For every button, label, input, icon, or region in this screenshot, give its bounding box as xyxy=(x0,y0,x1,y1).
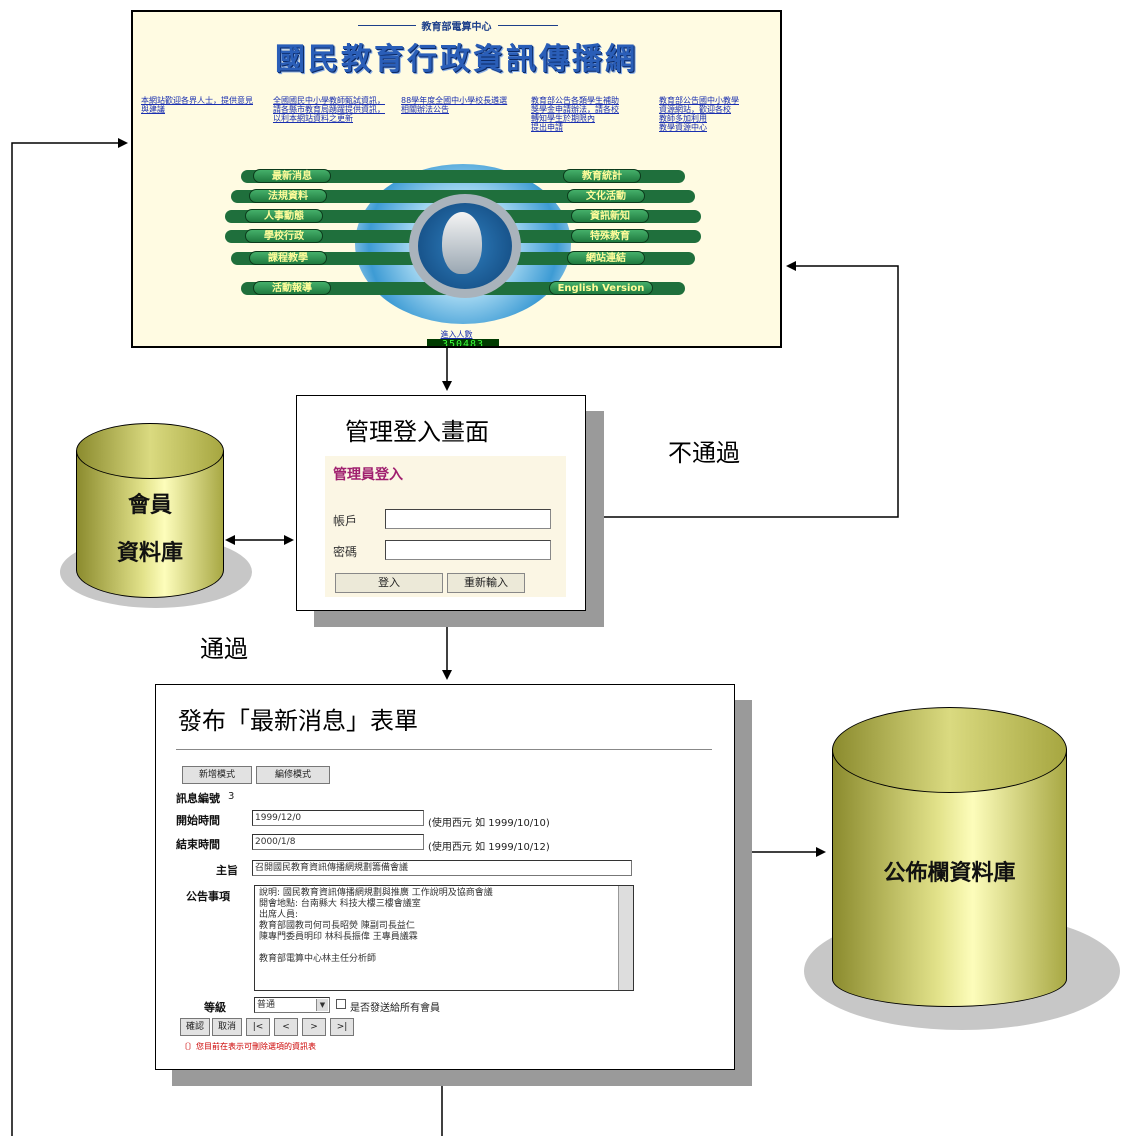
news-line: 轉知學生於期限內 xyxy=(531,114,595,123)
member-db-label-1: 會員 xyxy=(127,493,172,518)
board-db-label: 公佈欄資料庫 xyxy=(883,861,1016,886)
password-input[interactable] xyxy=(385,540,551,560)
visitor-counter: 350483 xyxy=(427,339,499,346)
news-link-2[interactable]: 全國國民中小學教師甄試資訊，請各縣市教育局踴躍提供資訊，以利本網站資料之更新 xyxy=(273,96,385,123)
login-form-screenshot: 管理員登入 帳戶 密碼 登入 重新輸入 xyxy=(325,456,566,597)
red-note: 〔〕您目前在表示可刪除選項的資訊表 xyxy=(180,1042,316,1051)
menu-btn-left-6[interactable]: 活動報導 xyxy=(253,281,331,295)
notice-scrollbar[interactable] xyxy=(618,886,633,990)
news-link-3[interactable]: 88學年度全國中小學校長遴選相關辦法公告 xyxy=(401,96,509,114)
arrow-fail-to-portal xyxy=(586,261,899,518)
end-time-label: 結束時間 xyxy=(176,838,220,851)
account-input[interactable] xyxy=(385,509,551,529)
menu-btn-right-4[interactable]: 特殊教育 xyxy=(571,229,649,243)
news-line: 全國國民中小學教師甄試資訊， xyxy=(273,96,385,105)
level-select-value: 普通 xyxy=(257,1000,276,1010)
portal-title: 國民教育行政資訊傳播網 xyxy=(275,42,638,77)
end-time-input[interactable]: 2000/1/8 xyxy=(252,834,424,850)
news-line: 請各縣市教育局踴躍提供資訊， xyxy=(273,105,385,114)
publish-news-form-box: 發布「最新消息」表單 新增模式 編修模式 訊息編號 3 開始時間 1999/12… xyxy=(155,684,735,1070)
menu-btn-right-2[interactable]: 文化活動 xyxy=(567,189,645,203)
news-line: 提出申請 xyxy=(531,123,563,132)
first-record-button[interactable]: |< xyxy=(246,1018,270,1036)
pass-label: 通過 xyxy=(200,635,248,663)
password-label: 密碼 xyxy=(333,545,358,559)
notice-line: 陳專門委員明印 林科長振偉 王專員議霖 xyxy=(259,932,418,942)
news-line: 教師多加利用 xyxy=(659,114,707,123)
notice-label: 公告事項 xyxy=(186,890,230,903)
news-line: 獎學金申請辦法，請各校 xyxy=(531,105,619,114)
menu-btn-right-1[interactable]: 教育統計 xyxy=(563,169,641,183)
news-line: 以利本網站資料之更新 xyxy=(273,114,353,123)
start-time-label: 開始時間 xyxy=(176,814,220,827)
news-line: 相關辦法公告 xyxy=(401,105,449,114)
menu-btn-right-3[interactable]: 資訊新知 xyxy=(571,209,649,223)
start-time-input[interactable]: 1999/12/0 xyxy=(252,810,424,826)
prev-record-button[interactable]: < xyxy=(274,1018,298,1036)
portal-subtitle-text: 教育部電算中心 xyxy=(415,22,498,33)
news-line: 教育部公告各類學生補助 xyxy=(531,96,619,105)
notice-textarea[interactable]: 說明: 國民教育資訊傳播網規劃與推廣 工作說明及協商會議 開會地點: 台南縣大 … xyxy=(254,885,634,991)
menu-btn-english[interactable]: English Version xyxy=(549,281,653,295)
notice-line: 出席人員: xyxy=(259,910,299,920)
member-db-top xyxy=(76,423,224,479)
menu-btn-left-1[interactable]: 最新消息 xyxy=(253,169,331,183)
next-record-button[interactable]: > xyxy=(302,1018,326,1036)
cancel-button[interactable]: 取消 xyxy=(212,1018,242,1036)
member-db-label-2: 資料庫 xyxy=(116,541,183,566)
news-line: 88學年度全國中小學校長遴選 xyxy=(401,96,508,105)
last-record-button[interactable]: >| xyxy=(330,1018,354,1036)
send-all-label: 是否發送給所有會員 xyxy=(350,1003,440,1014)
notice-line: 說明: 國民教育資訊傳播網規劃與推廣 工作說明及協商會議 xyxy=(259,888,493,898)
news-line: 資源網站，歡迎各校 xyxy=(659,105,731,114)
menu-btn-right-5[interactable]: 網站連結 xyxy=(567,251,645,265)
notice-text: 說明: 國民教育資訊傳播網規劃與推廣 工作說明及協商會議 開會地點: 台南縣大 … xyxy=(259,888,614,965)
portal-homepage-screenshot: 教育部電算中心 國民教育行政資訊傳播網 本網站歡迎各界人士，提供意見與建議 全國… xyxy=(131,10,782,348)
end-time-hint: (使用西元 如 1999/10/12) xyxy=(428,842,550,853)
login-button[interactable]: 登入 xyxy=(335,573,443,593)
news-line: 教學資源中心 xyxy=(659,123,707,132)
board-db-top xyxy=(832,707,1067,793)
chevron-down-icon: ▼ xyxy=(316,999,328,1011)
notice-line: 教育部電算中心林主任分析師 xyxy=(259,954,377,964)
member-database-cylinder: 會員 資料庫 xyxy=(76,423,224,598)
news-line: 本網站歡迎各界人士，提供意見與建議 xyxy=(141,96,253,114)
menu-btn-left-3[interactable]: 人事動態 xyxy=(245,209,323,223)
menu-btn-left-4[interactable]: 學校行政 xyxy=(245,229,323,243)
subject-input[interactable]: 召開國民教育資訊傳播網規劃籌備會議 xyxy=(252,860,632,876)
news-link-4[interactable]: 教育部公告各類學生補助獎學金申請辦法，請各校轉知學生於期限內提出申請 xyxy=(531,96,639,132)
confirm-button[interactable]: 確認 xyxy=(180,1018,210,1036)
notice-line: 教育部國教司何司長昭熒 陳副司長益仁 xyxy=(259,921,415,931)
msg-id-label: 訊息編號 xyxy=(176,792,220,805)
start-time-hint: (使用西元 如 1999/10/10) xyxy=(428,818,550,829)
add-mode-button[interactable]: 新增模式 xyxy=(182,766,252,784)
news-line: 教育部公告國中小教學 xyxy=(659,96,739,105)
form-box-title: 發布「最新消息」表單 xyxy=(178,707,418,735)
login-screen-box: 管理登入畫面 管理員登入 帳戶 密碼 登入 重新輸入 xyxy=(296,395,586,611)
fail-label: 不通過 xyxy=(668,439,740,467)
news-link-5[interactable]: 教育部公告國中小教學資源網站，歡迎各校教師多加利用教學資源中心 xyxy=(659,96,771,132)
publish-form-screenshot: 新增模式 編修模式 訊息編號 3 開始時間 1999/12/0 (使用西元 如 … xyxy=(176,749,712,1054)
level-select[interactable]: 普通 ▼ xyxy=(254,997,330,1013)
account-label: 帳戶 xyxy=(333,514,358,528)
notice-line: 開會地點: 台南縣大 科技大樓三樓會議室 xyxy=(259,899,421,909)
level-label: 等級 xyxy=(204,1001,226,1014)
msg-id-value: 3 xyxy=(228,791,235,802)
board-database-cylinder: 公佈欄資料庫 xyxy=(832,707,1067,1007)
menu-btn-left-5[interactable]: 課程教學 xyxy=(249,251,327,265)
portal-subtitle: 教育部電算中心 xyxy=(133,18,780,33)
login-box-title: 管理登入畫面 xyxy=(345,418,489,446)
news-link-1[interactable]: 本網站歡迎各界人士，提供意見與建議 xyxy=(141,96,253,114)
loop-arrow-to-portal xyxy=(11,138,128,1136)
reset-button[interactable]: 重新輸入 xyxy=(447,573,525,593)
subject-label: 主旨 xyxy=(216,864,238,877)
logo-drop-icon xyxy=(442,212,482,274)
login-form-title: 管理員登入 xyxy=(333,467,403,483)
visitor-counter-label: 進入人數 xyxy=(440,330,473,339)
edit-mode-button[interactable]: 編修模式 xyxy=(256,766,330,784)
send-all-checkbox[interactable] xyxy=(336,999,346,1009)
notice-line xyxy=(259,943,614,954)
menu-btn-left-2[interactable]: 法規資料 xyxy=(249,189,327,203)
